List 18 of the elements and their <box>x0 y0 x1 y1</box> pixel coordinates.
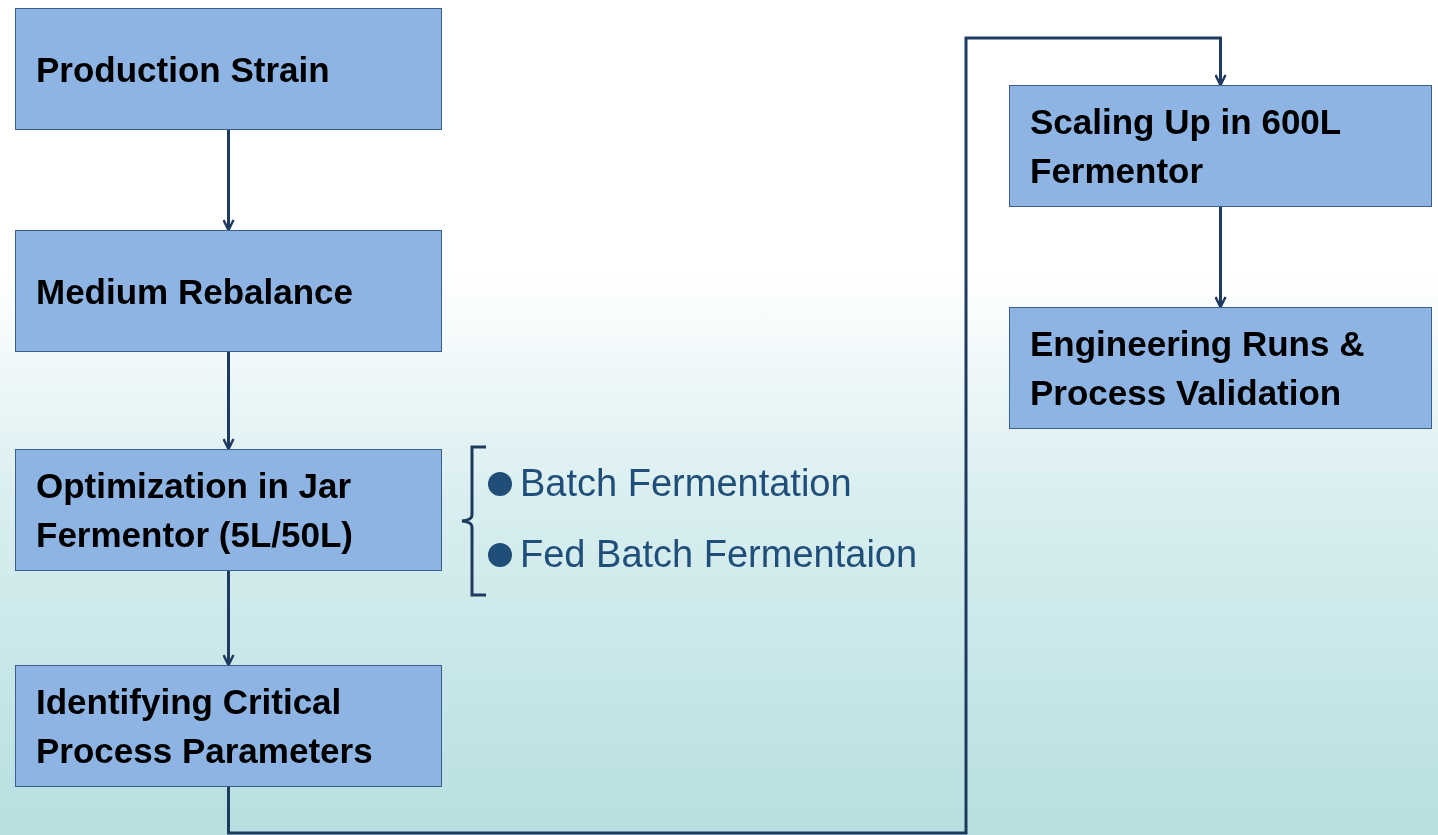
box-label: Identifying Critical Process Parameters <box>36 681 374 772</box>
arrow <box>222 352 235 451</box>
box-label: Production Strain <box>36 48 330 91</box>
process-box <box>15 449 442 571</box>
bullet-text: Fed Batch Fermentaion <box>520 533 918 576</box>
process-box <box>15 665 442 787</box>
box-label: Optimization in Jar Fermentor (5L/50L) <box>36 465 354 556</box>
box-label: Scaling Up in 600L Fermentor <box>1030 101 1342 192</box>
arrow <box>1214 207 1227 309</box>
bullet-text: Batch Fermentation <box>520 462 852 505</box>
process-box <box>1009 307 1432 429</box>
arrow <box>222 130 235 232</box>
process-box <box>1009 85 1432 207</box>
arrow <box>222 571 235 667</box>
process-box <box>15 8 442 130</box>
process-box <box>15 230 442 352</box>
box-label: Medium Rebalance <box>36 270 354 313</box>
box-label: Engineering Runs & Process Validation <box>1030 323 1366 414</box>
